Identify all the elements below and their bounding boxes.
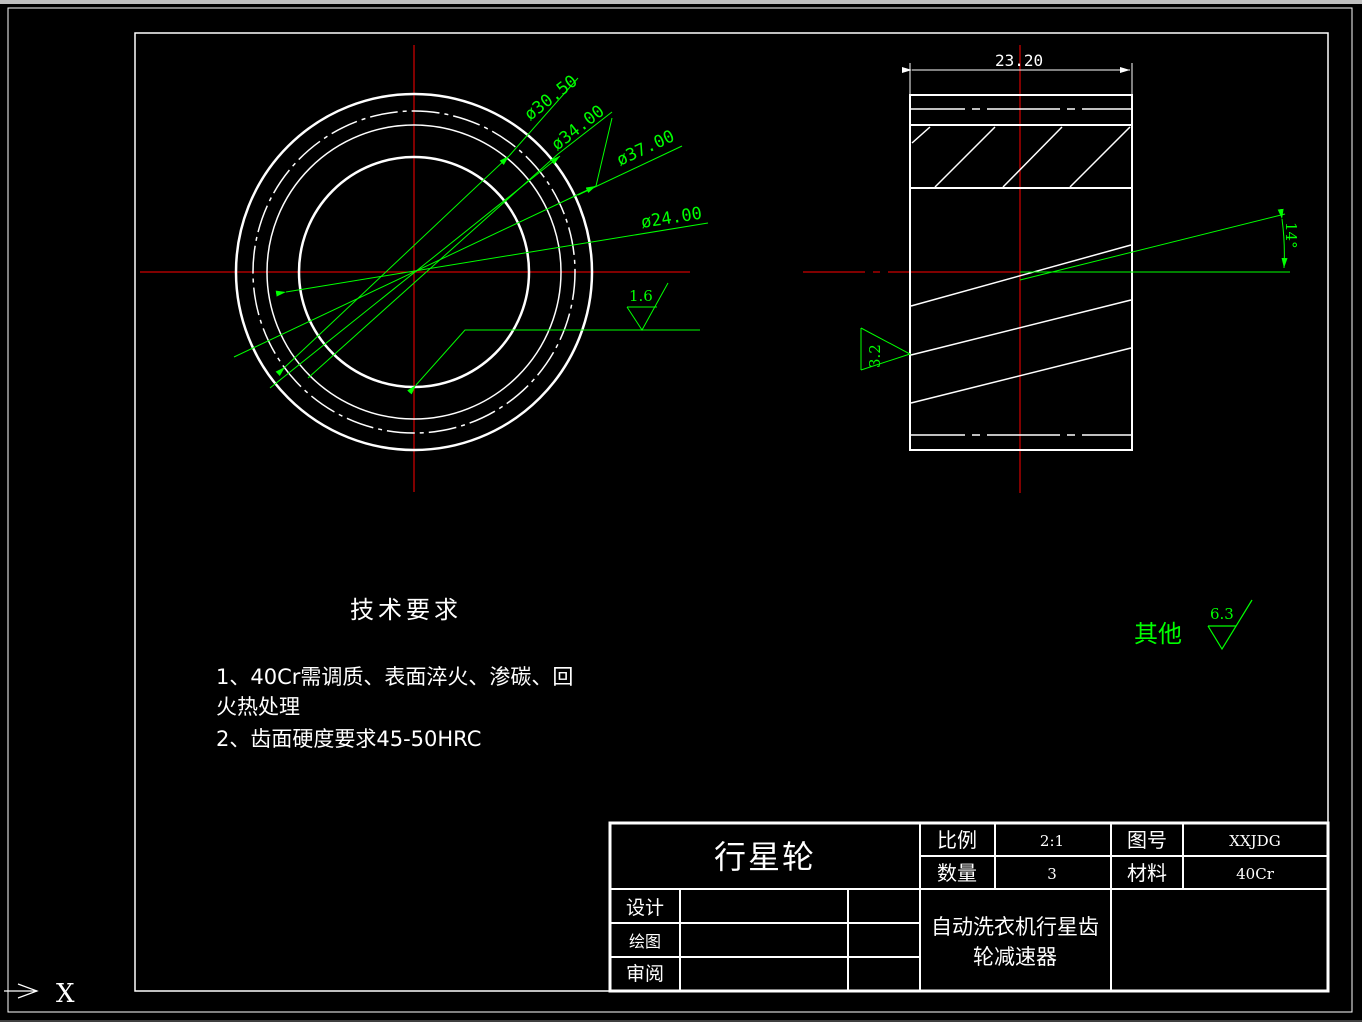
side-roughness-text: 3.2 — [866, 344, 884, 368]
dim-text-d37: ø37.00 — [614, 126, 678, 170]
svg-text:14°: 14° — [1282, 222, 1300, 249]
side-roughness-symbol — [860, 327, 912, 371]
tech-requirement-line-2: 火热处理 — [216, 695, 300, 719]
scale-value: 2:1 — [1040, 832, 1064, 850]
side-helix-lines — [910, 244, 1132, 404]
draw-label: 绘图 — [629, 932, 661, 951]
drawing-no-value: XXJDG — [1229, 832, 1280, 850]
dim-text-d30: ø30.50 — [521, 71, 582, 125]
front-dimension-leaders — [233, 77, 709, 389]
tech-requirements-title: 技术要求 — [350, 596, 462, 624]
side-width-dimension — [902, 63, 1133, 95]
svg-text:ø37.00: ø37.00 — [614, 126, 678, 170]
other-roughness-value: 6.3 — [1210, 605, 1234, 623]
front-view — [140, 45, 709, 492]
other-roughness-label: 其他 — [1134, 620, 1182, 648]
side-width-dim-text: 23.20 — [995, 51, 1043, 70]
front-roughness-leader — [407, 282, 700, 395]
side-view — [803, 45, 1290, 493]
tech-requirement-line-3: 2、齿面硬度要求45-50HRC — [216, 727, 481, 751]
svg-text:ø34.00: ø34.00 — [548, 101, 609, 155]
tech-requirement-line-1: 1、40Cr需调质、表面淬火、渗碳、回 — [216, 665, 573, 689]
material-label: 材料 — [1127, 861, 1167, 885]
design-label: 设计 — [626, 897, 664, 919]
drawing-no-label: 图号 — [1127, 828, 1167, 852]
side-hatching — [911, 126, 1131, 188]
svg-text:3.2: 3.2 — [866, 344, 884, 368]
dim-text-d34: ø34.00 — [548, 101, 609, 155]
svg-text:ø30.50: ø30.50 — [521, 71, 582, 125]
part-name: 行星轮 — [714, 838, 816, 876]
side-pitch-lines — [910, 108, 1132, 436]
review-label: 审阅 — [626, 963, 664, 985]
ucs-x-label: X — [56, 979, 75, 1009]
scale-label: 比例 — [937, 828, 977, 852]
quantity-label: 数量 — [937, 861, 977, 885]
material-value: 40Cr — [1236, 865, 1275, 883]
title-block-grid — [608, 821, 1330, 993]
project-name-line-1: 自动洗衣机行星齿 — [931, 915, 1099, 939]
project-name-line-2: 轮减速器 — [973, 945, 1057, 969]
front-centerlines — [140, 45, 690, 492]
ucs-icon — [4, 983, 39, 999]
quantity-value: 3 — [1047, 865, 1057, 883]
roughness-value-front: 1.6 — [629, 287, 653, 305]
side-helix-angle-text: 14° — [1282, 222, 1300, 249]
other-roughness-symbol — [1207, 599, 1253, 651]
side-helix-angle-dimension — [1019, 208, 1290, 281]
